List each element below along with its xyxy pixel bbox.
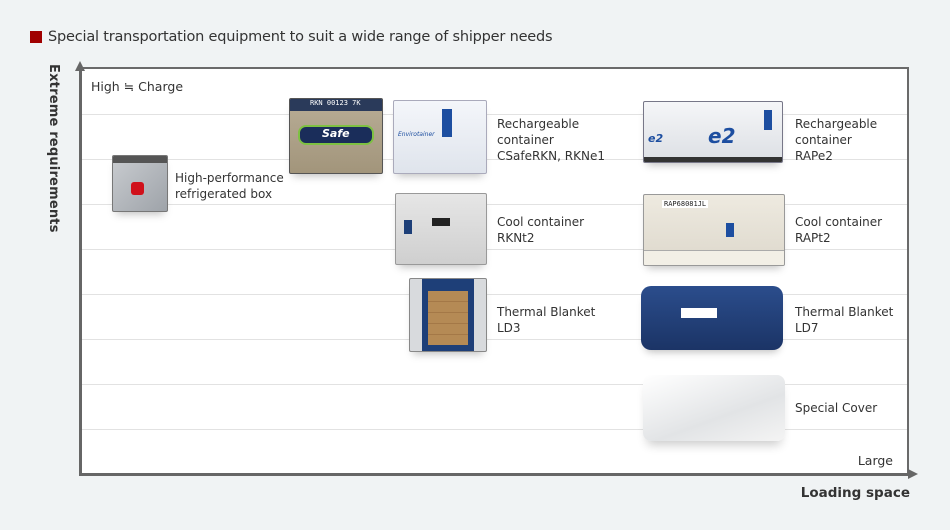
- ld7-blanket-image: [641, 286, 783, 350]
- gridline: [81, 429, 907, 430]
- item-label-special-cover: Special Cover: [795, 401, 878, 415]
- envirotainer-container-image: Envirotainer: [393, 100, 487, 174]
- page-title: Special transportation equipment to suit…: [30, 29, 553, 45]
- high-charge-label: High ≒ Charge: [91, 79, 184, 94]
- title-text: Special transportation equipment to suit…: [48, 29, 553, 45]
- y-axis: [79, 70, 82, 476]
- gridline: [81, 294, 907, 295]
- y-axis-arrow-icon: [75, 61, 85, 71]
- x-axis-label: Loading space: [800, 485, 910, 501]
- ld3-blanket-image: [409, 278, 487, 352]
- csafe-container-image: RKN 00123 7K Safe: [289, 98, 383, 174]
- gridline: [81, 159, 907, 160]
- rapt2-container-image: RAP68081JL: [643, 194, 785, 266]
- rknt2-container-image: [395, 193, 487, 265]
- large-label: Large: [857, 453, 893, 468]
- y-axis-label: Extreme requirements: [46, 64, 61, 233]
- gridline: [81, 249, 907, 250]
- crane-logo-icon: [131, 182, 144, 195]
- title-marker-icon: [30, 31, 42, 43]
- gridline: [81, 384, 907, 385]
- gridline: [81, 339, 907, 340]
- x-axis: [79, 473, 911, 476]
- x-axis-arrow-icon: [908, 469, 918, 479]
- envirotainer-e2-image: e2 e2: [643, 101, 783, 163]
- refrigerated-box-image: [112, 155, 168, 212]
- gridline: [81, 204, 907, 205]
- gridline: [81, 114, 907, 115]
- special-cover-image: [643, 375, 785, 441]
